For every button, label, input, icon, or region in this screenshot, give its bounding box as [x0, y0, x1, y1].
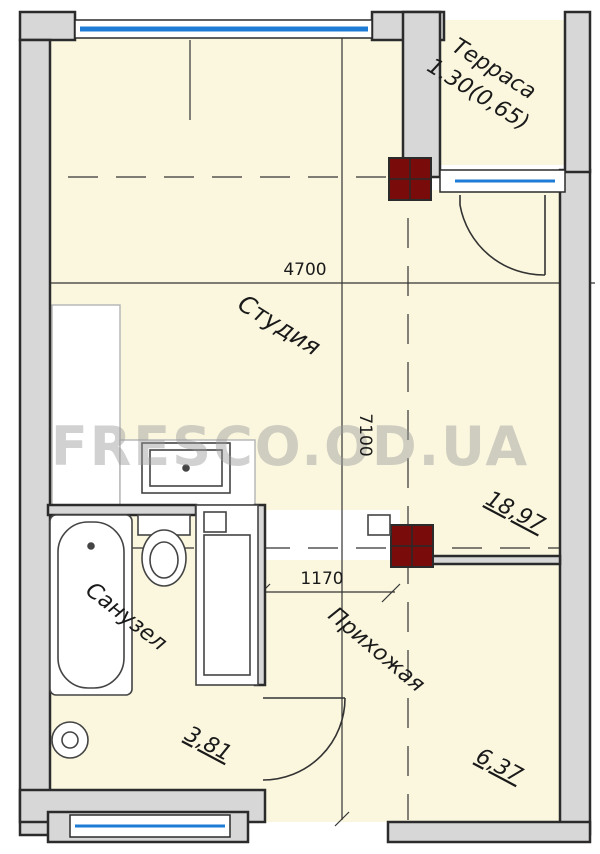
wall-terrace-left — [401, 10, 442, 179]
wall-bath-top — [46, 503, 198, 517]
terrace-door-swing — [459, 195, 546, 276]
shelf-icon — [203, 511, 227, 533]
doors — [262, 195, 546, 781]
toilet-bowl — [149, 541, 179, 579]
terrace-floor — [440, 20, 565, 165]
fixtures — [49, 442, 391, 759]
wall-right — [558, 168, 592, 836]
bathtub-inner — [57, 521, 125, 689]
axis-tick — [334, 811, 350, 827]
axis-lines — [20, 23, 595, 827]
bathroom-door-swing — [262, 697, 346, 781]
washing-machine-inner — [203, 534, 251, 676]
dimension-width: 4700 — [283, 260, 326, 280]
wall-left — [18, 38, 52, 837]
studio-floor-right — [400, 190, 560, 560]
wall-hall-top — [430, 554, 562, 566]
dimension-length-group: 7100 — [355, 413, 375, 456]
wall-bottom-right — [386, 820, 592, 844]
dimension-hall-width: 1170 — [300, 569, 343, 589]
dimension-length: 7100 — [355, 413, 375, 456]
watermark: FRESCO.OD.UA — [51, 415, 529, 478]
wall-top-left — [18, 10, 77, 42]
kitchen-counter — [51, 304, 121, 506]
hallway-floor — [263, 560, 560, 822]
wall-right-top — [563, 10, 592, 174]
ventilation-shafts — [388, 157, 434, 568]
axis-tick — [381, 583, 401, 603]
bathtub-drain — [87, 542, 95, 550]
windows — [69, 19, 566, 838]
meter-box-icon — [367, 514, 391, 536]
floor-drain-inner — [61, 731, 79, 749]
sink-drain — [182, 464, 190, 472]
